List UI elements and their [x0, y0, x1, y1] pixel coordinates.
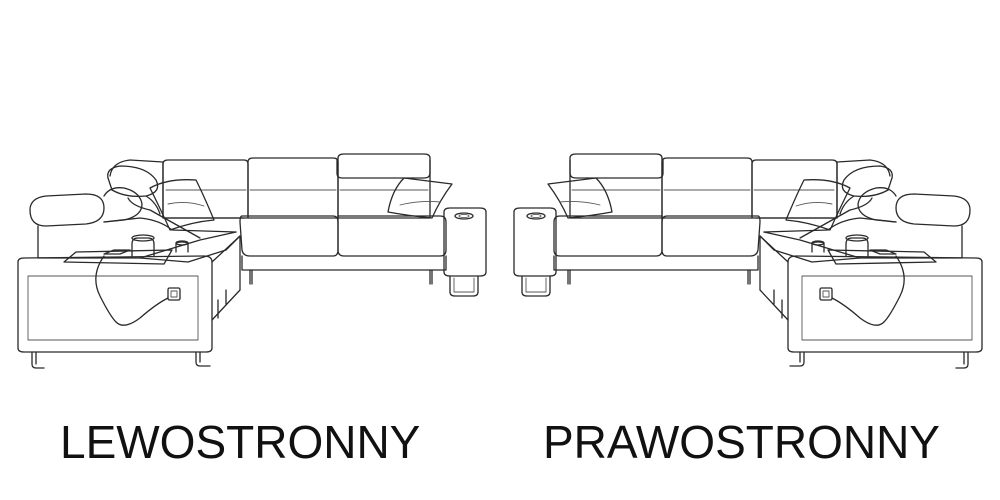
right-corner-sofa-illustration [513, 153, 983, 369]
caption-right-variant: PRAWOSTRONNY [543, 416, 940, 468]
caption-left-variant: LEWOSTRONNY [60, 416, 421, 468]
sofa-drawings [17, 153, 983, 369]
left-corner-sofa-illustration [17, 153, 487, 369]
